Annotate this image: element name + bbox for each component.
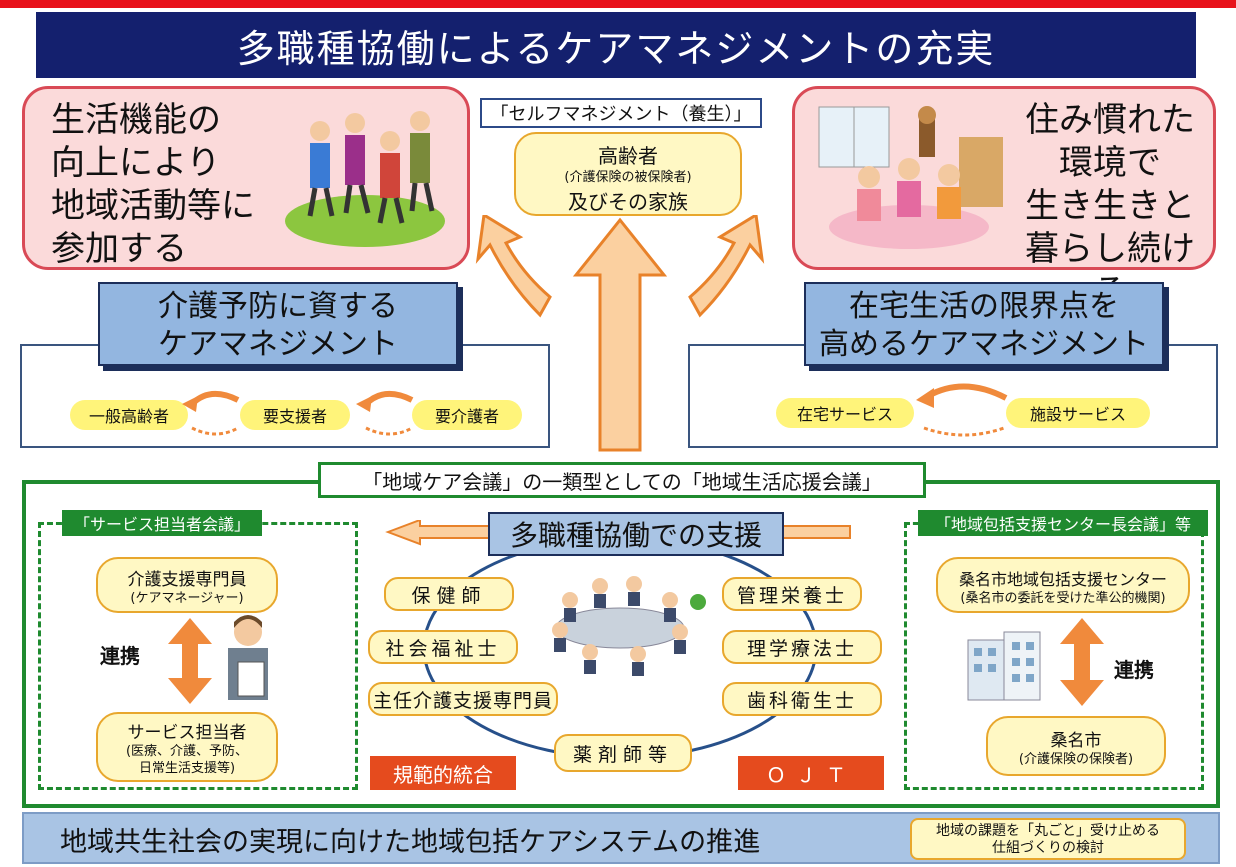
- ojt-label: ＯＪＴ: [738, 756, 884, 790]
- goal-line: 生き生きと: [1025, 186, 1195, 226]
- goal-panel-left: 生活機能の 向上により 地域活動等に 参加する: [22, 86, 470, 270]
- kuwana-city-box: 桑名市 (介護保険の保険者): [986, 716, 1166, 776]
- care-manager-box: 介護支援専門員 (ケアマネージャー): [96, 557, 278, 613]
- bottom-main-text: 地域共生社会の実現に向けた地域包括ケアシステムの推進: [60, 827, 761, 858]
- goal-line: 向上により: [51, 143, 221, 183]
- service-staff-sub1: (医療、介護、予防、: [125, 744, 249, 759]
- pill-facility-service: 施設サービス: [1006, 398, 1150, 428]
- normative-integration-label: 規範的統合: [370, 756, 516, 790]
- pill-general-elderly: 一般高齢者: [70, 400, 188, 430]
- role-public-health-nurse: 保健師: [384, 577, 514, 611]
- elderly-line2: (介護保険の被保険者): [564, 170, 692, 185]
- family-home-illustration: [818, 106, 1003, 249]
- link-label-left: 連携: [100, 644, 140, 668]
- elderly-line3: 及びその家族: [568, 190, 688, 214]
- comprehensive-center-sub: (桑名市の委託を受けた準公的機関): [960, 591, 1166, 606]
- bottom-note-line1: 地域の課題を「丸ごと」受け止める: [936, 823, 1160, 839]
- pill-support-required: 要支援者: [240, 400, 350, 430]
- left-transition-arrows: [182, 391, 414, 436]
- link-label-right: 連携: [1114, 658, 1154, 682]
- role-dietitian: 管理栄養士: [722, 577, 862, 611]
- comprehensive-center-title: 桑名市地域包括支援センター: [958, 570, 1167, 589]
- self-management-label: 「セルフマネジメント（養生）」: [480, 98, 762, 128]
- elderly-box: 高齢者 (介護保険の被保険者) 及びその家族: [514, 132, 742, 216]
- kuwana-city-title: 桑名市: [1050, 731, 1102, 751]
- right-transition-arrows: [916, 383, 1008, 437]
- bottom-note: 地域の課題を「丸ごと」受け止める 仕組づくりの検討: [910, 818, 1186, 860]
- exercise-people-illustration: [285, 111, 445, 247]
- center-heading: 多職種協働での支援: [488, 512, 784, 556]
- goal-line: 住み慣れた: [1025, 100, 1195, 140]
- right-double-arrow: [1060, 618, 1104, 706]
- left-double-arrow: [168, 618, 212, 704]
- heading-line: 高めるケアマネジメント: [819, 327, 1149, 362]
- goal-text-left: 生活機能の 向上により 地域活動等に 参加する: [51, 99, 271, 271]
- service-staff-sub2: 日常生活支援等): [138, 761, 236, 776]
- goal-line: 参加する: [51, 229, 187, 269]
- building-illustration: [967, 631, 1041, 701]
- regional-meeting-label: 「地域ケア会議」の一類型としての「地域生活応援会議」: [318, 462, 926, 498]
- elderly-line1: 高齢者: [598, 144, 658, 168]
- role-physical-therapist: 理学療法士: [722, 630, 882, 664]
- role-chief-care-manager: 主任介護支援専門員: [368, 682, 558, 716]
- pill-home-service: 在宅サービス: [776, 398, 914, 428]
- bottom-note-line2: 仕組づくりの検討: [992, 840, 1104, 856]
- comprehensive-center-box: 桑名市地域包括支援センター (桑名市の委託を受けた準公的機関): [936, 557, 1190, 613]
- heading-line: 在宅生活の限界点を: [849, 289, 1119, 324]
- kuwana-city-sub: (介護保険の保険者): [1018, 752, 1134, 767]
- service-meeting-label: 「サービス担当者会議」: [62, 510, 262, 536]
- service-staff-title: サービス担当者: [127, 723, 247, 743]
- goal-text-right: 住み慣れた 環境で 生き生きと 暮らし続ける: [1015, 99, 1205, 314]
- page-title: 多職種協働によるケアマネジメントの充実: [36, 12, 1196, 78]
- care-manager-sub: (ケアマネージャー): [130, 591, 244, 606]
- role-pharmacist: 薬剤師等: [554, 734, 692, 772]
- care-worker-illustration: [228, 615, 268, 700]
- role-social-worker: 社会福祉士: [368, 630, 518, 664]
- goal-line: 生活機能の: [51, 100, 221, 140]
- top-red-bar: [0, 0, 1236, 8]
- pill-care-required: 要介護者: [412, 400, 522, 430]
- goal-line: 環境で: [1059, 143, 1161, 183]
- heading-line: 介護予防に資する: [158, 289, 398, 324]
- center-director-meeting-label: 「地域包括支援センター長会議」等: [918, 510, 1208, 536]
- service-staff-box: サービス担当者 (医療、介護、予防、 日常生活支援等): [96, 712, 278, 782]
- goal-line: 地域活動等に: [51, 186, 255, 226]
- care-manager-title: 介護支援専門員: [127, 570, 247, 590]
- upward-arrows: [475, 215, 765, 452]
- heading-line: ケアマネジメント: [158, 327, 398, 362]
- goal-panel-right: 住み慣れた 環境で 生き生きと 暮らし続ける: [792, 86, 1216, 312]
- right-care-heading: 在宅生活の限界点を 高めるケアマネジメント: [804, 282, 1164, 366]
- role-dental-hygienist: 歯科衛生士: [722, 682, 882, 716]
- left-care-heading: 介護予防に資する ケアマネジメント: [98, 282, 458, 366]
